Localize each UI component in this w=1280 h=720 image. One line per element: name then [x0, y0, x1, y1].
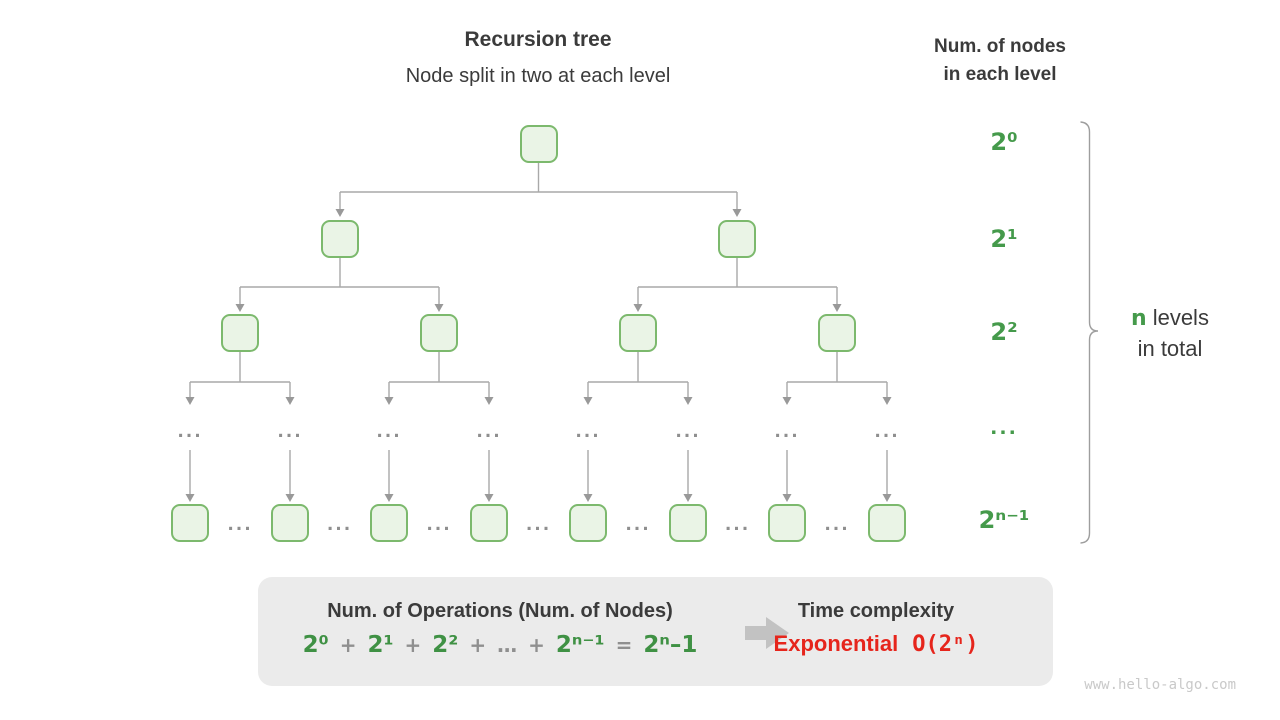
ellipsis: ... — [376, 427, 402, 437]
time-complexity-group: Time complexity Exponential O(2ⁿ) — [716, 600, 1036, 657]
tree-node-root — [519, 125, 558, 163]
ellipsis: ... — [525, 520, 552, 530]
formula-result: 2ⁿ–1 — [643, 632, 698, 658]
formula-equals: = — [615, 633, 633, 657]
complexity-word: Exponential — [773, 631, 899, 656]
ellipsis: ... — [177, 427, 203, 437]
tree-node — [271, 504, 309, 542]
ellipsis: ... — [625, 520, 651, 530]
ellipsis: ... — [874, 427, 900, 437]
level-count-last: 2ⁿ⁻¹ — [978, 506, 1030, 534]
nodes-per-level-heading: Num. of nodes in each level — [890, 33, 1110, 89]
formula-operator: + — [404, 633, 422, 657]
ellipsis: ... — [575, 427, 601, 437]
ellipsis: ... — [724, 520, 751, 530]
level-count-0: 2⁰ — [990, 128, 1018, 156]
formula-operator: + — [528, 633, 545, 657]
summary-box: Num. of Operations (Num. of Nodes) 2⁰ + … — [258, 577, 1053, 686]
tree-node — [221, 314, 259, 352]
complexity-big-o: O(2ⁿ) — [912, 632, 979, 657]
operations-formula: 2⁰ + 2¹ + 2² + … + 2ⁿ⁻¹ = 2ⁿ–1 — [300, 632, 700, 658]
diagram-title: Recursion tree — [464, 28, 612, 51]
nodes-per-level-heading-line1: Num. of nodes — [934, 36, 1066, 57]
level-count-2: 2² — [990, 318, 1018, 346]
ellipsis: ... — [326, 520, 353, 530]
ellipsis: ... — [675, 427, 701, 437]
level-count-1: 2¹ — [990, 225, 1018, 253]
arrow-right-icon — [745, 617, 789, 649]
tree-node — [171, 504, 209, 542]
formula-term: 2¹ — [367, 632, 394, 658]
diagram-subtitle: Node split in two at each level — [405, 65, 671, 87]
operations-title: Num. of Operations (Num. of Nodes) — [327, 600, 673, 622]
complexity-value: Exponential O(2ⁿ) — [716, 631, 1036, 657]
formula-operator: + — [339, 633, 357, 657]
tree-node — [569, 504, 607, 542]
tree-node — [818, 314, 856, 352]
n-symbol: n — [1131, 306, 1147, 331]
tree-node — [868, 504, 906, 542]
tree-node — [718, 220, 756, 258]
operations-group: Num. of Operations (Num. of Nodes) 2⁰ + … — [300, 600, 700, 658]
tree-connector-lines — [189, 163, 888, 496]
formula-term: 2⁰ — [302, 632, 329, 658]
ellipsis: ... — [227, 520, 253, 530]
tree-node — [370, 504, 408, 542]
ellipsis: ... — [476, 427, 502, 437]
levels-word: levels — [1152, 305, 1209, 330]
level-count-ellipsis: ... — [990, 417, 1018, 439]
tree-node — [619, 314, 657, 352]
levels-brace — [1080, 121, 1099, 544]
nodes-per-level-heading-line2: in each level — [943, 64, 1057, 85]
watermark: www.hello-algo.com — [1084, 677, 1236, 693]
ellipsis: ... — [774, 427, 800, 437]
formula-term: 2² — [432, 632, 459, 658]
tree-node — [669, 504, 707, 542]
arrowheads — [185, 209, 892, 502]
ellipsis: ... — [277, 427, 303, 437]
ellipsis: ... — [426, 520, 452, 530]
tree-node — [420, 314, 458, 352]
formula-term: 2ⁿ⁻¹ — [555, 632, 605, 658]
formula-ellipsis: … — [497, 633, 518, 657]
tree-node — [321, 220, 359, 258]
time-complexity-title: Time complexity — [797, 600, 955, 622]
levels-total-line2: in total — [1137, 336, 1203, 361]
formula-operator: + — [469, 633, 487, 657]
tree-node — [470, 504, 508, 542]
ellipsis: ... — [824, 520, 850, 530]
tree-node — [768, 504, 806, 542]
